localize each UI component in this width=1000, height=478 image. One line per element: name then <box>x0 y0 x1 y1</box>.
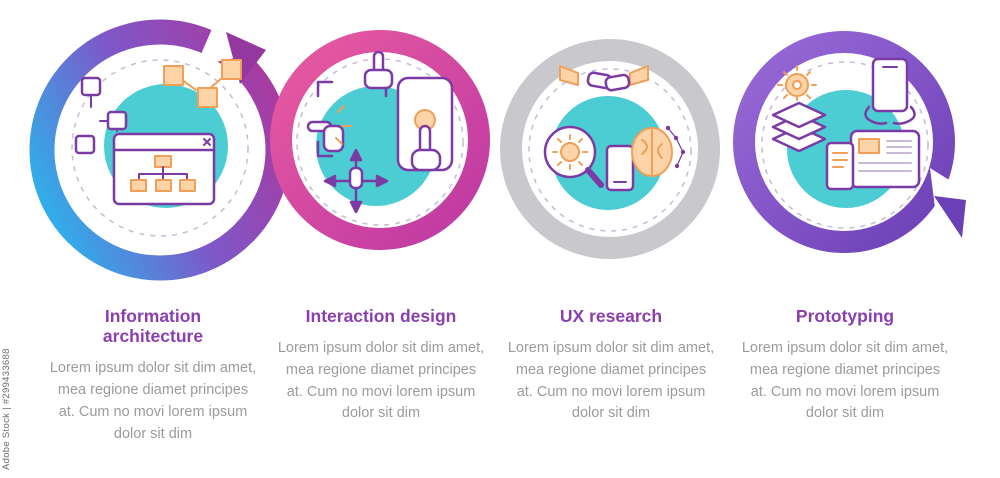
step-title: Prototyping <box>795 306 895 326</box>
step-description: Lorem ipsum dolor sit dim amet, mea regi… <box>277 340 485 422</box>
ribbon-arrowhead-2 <box>934 196 966 238</box>
step-dashed-circle-3 <box>528 68 692 232</box>
step-dashed-circle-4 <box>761 61 929 229</box>
prototyping-icon <box>771 57 921 191</box>
step-column-information-architecture: Information architecture Lorem ipsum dol… <box>42 306 264 445</box>
step-ring-3 <box>500 39 720 259</box>
step-dashed-circle-2 <box>296 58 464 226</box>
ux-research-icon <box>543 65 686 192</box>
ribbon-arrowhead-1 <box>226 32 266 84</box>
process-ribbon <box>29 19 966 281</box>
step-ring-2 <box>270 30 490 250</box>
step-column-prototyping: Prototyping Lorem ipsum dolor sit dim am… <box>732 306 958 425</box>
step-title: UX research <box>559 306 663 326</box>
step-title: Interaction design <box>305 306 457 326</box>
step-column-interaction-design: Interaction design Lorem ipsum dolor sit… <box>272 306 490 425</box>
step-description: Lorem ipsum dolor sit dim amet, mea regi… <box>507 340 715 422</box>
step-description: Lorem ipsum dolor sit dim amet, mea regi… <box>49 360 257 442</box>
step-ring-4 <box>733 31 955 253</box>
step-column-ux-research: UX research Lorem ipsum dolor sit dim am… <box>502 306 720 425</box>
interaction-design-icon <box>306 50 454 214</box>
step-title: Information architecture <box>102 306 204 347</box>
ribbon-arrow-gap-2 <box>930 168 962 216</box>
step-dashed-circle-1 <box>71 59 249 237</box>
step-text-row: Information architecture Lorem ipsum dol… <box>0 306 1000 478</box>
ribbon-arrow-gap-1 <box>196 24 244 66</box>
step-description: Lorem ipsum dolor sit dim amet, mea regi… <box>741 340 949 422</box>
information-architecture-icon <box>74 59 242 206</box>
